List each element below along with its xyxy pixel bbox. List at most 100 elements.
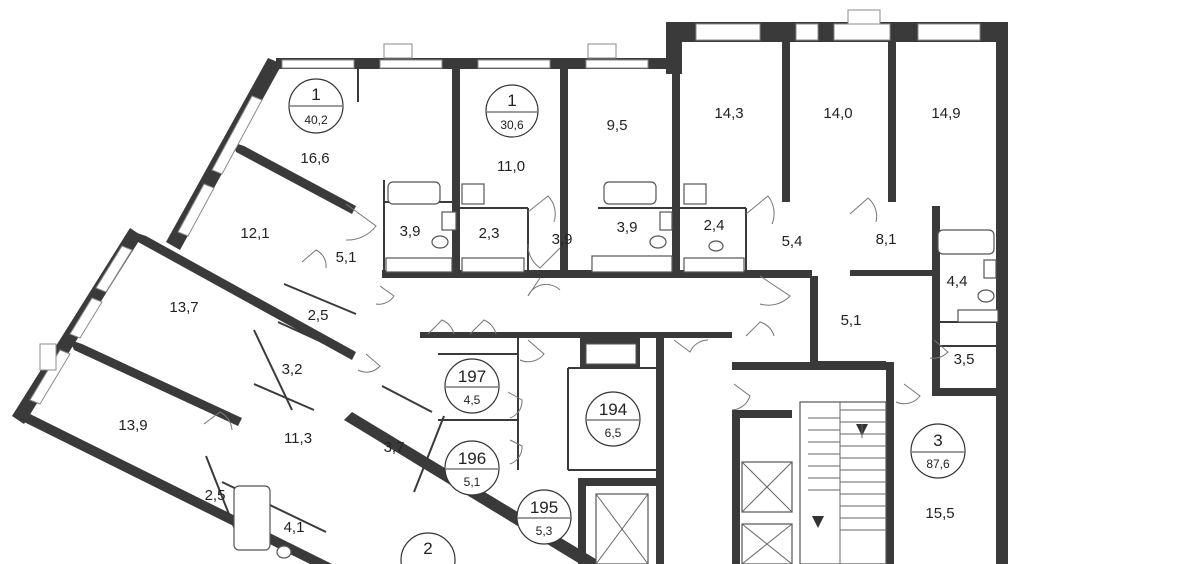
stairwell [799, 401, 887, 564]
room-area-label: 3,5 [954, 351, 975, 368]
storage-badge: 197 4,5 [444, 358, 500, 414]
room-area-label: 14,3 [714, 105, 743, 122]
storage-number: 195 [530, 498, 558, 517]
sink-icon [441, 211, 457, 231]
door-swing-icon [427, 319, 455, 335]
door-swing-icon [345, 203, 377, 241]
door-swing-icon [673, 339, 709, 353]
room-area-label: 3,2 [282, 361, 303, 378]
room-area-label: 12,1 [240, 225, 269, 242]
apartment-number: 2 [423, 539, 432, 558]
apartment-badge: 1 40,2 [288, 78, 344, 134]
doors [203, 195, 949, 465]
apartment-area: 87,6 [926, 457, 950, 471]
room-area-label: 8,1 [876, 231, 897, 248]
toilet-icon [431, 235, 449, 249]
room-area-label: 11,0 [497, 158, 525, 175]
room-area-label: 3,9 [617, 219, 638, 236]
room-area-label: 3,9 [552, 231, 573, 248]
room-area-label: 2,5 [308, 307, 329, 324]
storage-badge: 196 5,1 [444, 440, 500, 496]
laundry-icon [461, 257, 525, 273]
door-swing-icon [527, 243, 561, 269]
windows [29, 9, 981, 405]
storage-area: 5,1 [464, 475, 481, 489]
door-swing-icon [849, 197, 878, 223]
door-swing-icon [375, 285, 395, 305]
storage-badge: 195 5,3 [516, 489, 572, 545]
bathtub-icon [233, 485, 271, 551]
storage-area: 4,5 [464, 393, 481, 407]
toilet-icon [708, 240, 724, 252]
room-area-label: 3,7 [384, 439, 405, 456]
laundry-icon [385, 257, 453, 273]
room-area-label: 4,1 [284, 519, 305, 536]
sink-icon [461, 183, 485, 205]
bathtub-icon [937, 229, 995, 255]
storage-badge: 194 6,5 [585, 391, 641, 447]
storage-number: 196 [458, 449, 486, 468]
storage-area: 6,5 [605, 426, 622, 440]
door-swing-icon [203, 411, 233, 431]
room-area-label: 16,6 [300, 150, 329, 167]
stair-down-arrow-icon [812, 516, 824, 528]
bathtub-icon [387, 181, 441, 205]
laundry-icon [683, 257, 745, 273]
elevators [580, 338, 793, 564]
partitions [205, 66, 998, 533]
sink-icon [983, 259, 997, 279]
door-swing-icon [507, 391, 523, 419]
room-area-label: 13,9 [118, 417, 147, 434]
door-swing-icon [357, 353, 381, 373]
room-area-label: 11,3 [284, 430, 312, 447]
room-area-label: 13,7 [169, 299, 198, 316]
room-area-label: 2,4 [704, 217, 725, 234]
storage-area: 5,3 [536, 524, 553, 538]
toilet-icon [276, 545, 292, 559]
room-area-label: 15,5 [925, 505, 954, 522]
room-area-label: 14,0 [823, 105, 852, 122]
storage-number: 194 [599, 400, 627, 419]
apartment-area: 30,6 [500, 118, 524, 132]
door-swing-icon [745, 195, 775, 225]
room-area-label: 3,9 [400, 223, 421, 240]
apartment-badge: 2 [400, 532, 456, 564]
sink-icon [659, 211, 673, 231]
room-area-label: 2,3 [479, 225, 500, 242]
door-swing-icon [519, 339, 545, 363]
apartment-number: 3 [933, 431, 942, 450]
room-area-label: 5,1 [336, 249, 357, 266]
door-swing-icon [759, 275, 791, 306]
storage-number: 197 [458, 367, 486, 386]
door-swing-icon [745, 321, 775, 337]
door-swing-icon [527, 277, 561, 297]
bath-fixtures [233, 181, 999, 559]
room-labels: 16,6 12,1 5,1 2,5 3,9 13,7 3,2 13,9 11,3… [118, 105, 974, 536]
apartment-badge: 1 30,6 [485, 84, 539, 138]
staircase [799, 401, 887, 564]
door-swing-icon [731, 383, 751, 411]
room-area-label: 4,4 [947, 273, 968, 290]
room-area-label: 5,1 [841, 312, 862, 329]
sink-icon [683, 183, 707, 205]
laundry-icon [957, 309, 999, 323]
room-area-label: 14,9 [931, 105, 960, 122]
toilet-icon [977, 289, 995, 303]
apartment-badge: 3 87,6 [910, 423, 966, 479]
room-area-label: 5,4 [782, 233, 803, 250]
door-swing-icon [929, 339, 949, 359]
apartment-number: 1 [507, 91, 516, 110]
room-area-label: 9,5 [607, 117, 628, 134]
room-area-label: 2,5 [205, 487, 226, 504]
apartment-area: 40,2 [304, 113, 328, 127]
toilet-icon [649, 235, 667, 249]
door-swing-icon [509, 439, 523, 465]
door-swing-icon [469, 319, 497, 335]
bathtub-icon [603, 181, 657, 205]
laundry-icon [591, 255, 673, 273]
door-swing-icon [527, 195, 556, 223]
door-swing-icon [895, 383, 921, 405]
door-swing-icon [301, 249, 327, 269]
apartment-number: 1 [311, 85, 320, 104]
